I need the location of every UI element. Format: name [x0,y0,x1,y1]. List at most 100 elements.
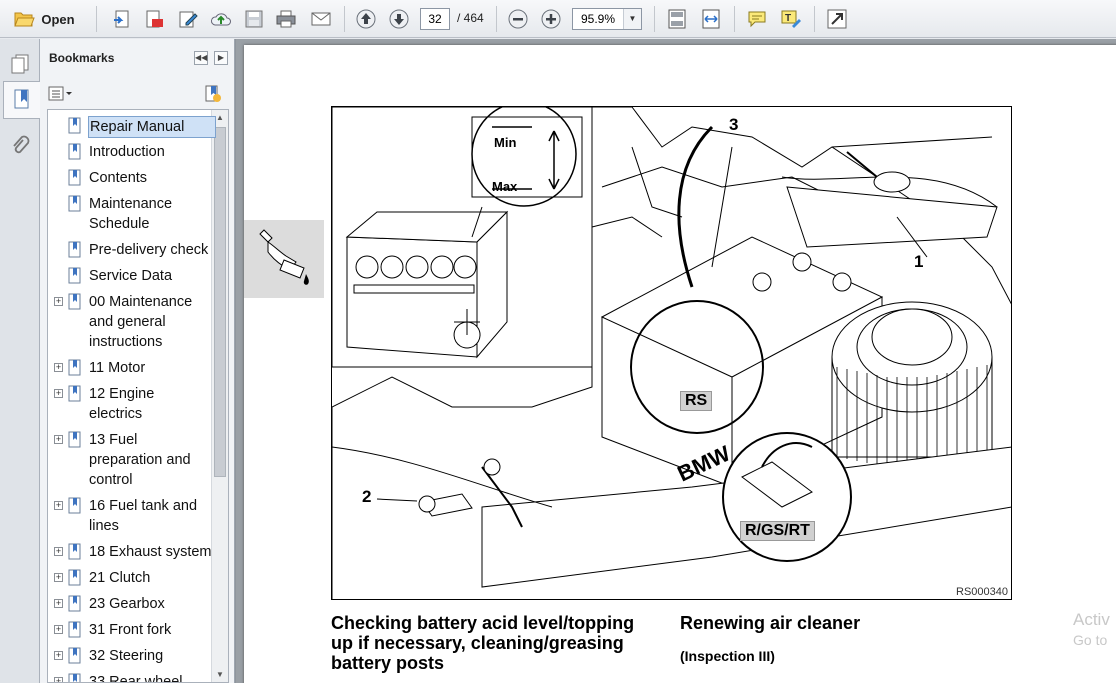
envelope-icon [311,12,331,26]
create-pdf-button[interactable] [110,7,134,31]
scroll-down-icon[interactable]: ▼ [216,670,224,679]
bookmark-label: 16 Fuel tank and lines [89,498,198,534]
open-button[interactable]: Open [6,7,82,31]
cloud-upload-icon [211,13,231,26]
expand-icon[interactable]: + [54,650,63,660]
bookmark-label: 11 Motor [89,360,146,376]
new-bookmark-icon[interactable] [203,84,223,104]
scroll-up-icon[interactable]: ▲ [216,113,224,122]
bookmark-icon [68,621,81,638]
toolbar-separator [344,6,345,32]
printer-icon [276,10,296,28]
attachments-tab[interactable] [3,127,37,165]
svg-text:T: T [785,13,791,24]
bookmark-icon [68,647,81,664]
expand-icon[interactable]: + [54,677,63,682]
expand-icon [827,9,847,29]
bookmark-label: 00 Maintenance and general instructions [89,294,193,350]
bookmark-label: 33 Rear wheel [89,674,183,683]
bookmark-icon [68,431,81,448]
expand-icon[interactable]: + [54,598,63,608]
expand-icon[interactable]: + [54,296,63,306]
inset-max-label: Max [492,179,518,194]
fit-width-button[interactable] [698,7,724,31]
highlight-text-icon: T [781,10,801,28]
zoom-select[interactable]: 95.9% ▼ [572,8,642,30]
open-label: Open [41,11,75,27]
bookmarks-title: Bookmarks [49,51,115,65]
zoom-in-icon [541,9,561,29]
zoom-out-button[interactable] [506,7,530,31]
page-number-input[interactable]: 32 [420,8,450,30]
bookmark-icon [68,143,81,160]
bookmark-icon [68,293,81,310]
close-panel-button[interactable]: ▶ [214,51,228,65]
edit-document-icon [179,11,198,28]
inspection-subheading: (Inspection III) [680,648,775,664]
air-cleaner-heading: Renewing air cleaner [680,613,861,633]
print-button[interactable] [274,7,298,31]
zoom-in-button[interactable] [539,7,563,31]
activate-windows-hint: Go to [1073,632,1108,648]
save-button[interactable] [242,7,266,31]
collapse-panel-button[interactable]: ◀◀ [194,51,208,65]
bookmark-label: 32 Steering [89,648,164,664]
expand-icon[interactable]: + [54,500,63,510]
save-icon [245,10,263,28]
page-total: / 464 [457,11,484,25]
expand-icon[interactable]: + [54,434,63,444]
chevron-down-icon[interactable]: ▼ [623,9,641,29]
toolbar-separator [496,6,497,32]
bookmark-label: Service Data [89,268,173,284]
callout-1: 1 [914,252,924,271]
bookmark-label: 13 Fuel preparation and control [89,432,191,488]
document-view[interactable]: BMW [236,39,1116,683]
expand-icon[interactable]: + [54,362,63,372]
battery-figure: BMW [331,106,1012,600]
next-page-button[interactable] [387,7,411,31]
bookmark-label: Contents [89,170,148,186]
bookmark-label: Pre-delivery check [89,242,209,258]
options-menu-icon[interactable] [48,85,74,103]
fit-page-button[interactable] [664,7,690,31]
expand-icon[interactable]: + [54,388,63,398]
panel-splitter[interactable] [235,39,236,683]
rgsrt-label: R/GS/RT [740,521,815,541]
pages-icon [11,54,29,74]
expand-icon[interactable]: + [54,624,63,634]
export-pdf-button[interactable] [142,7,166,31]
expand-icon[interactable]: + [54,572,63,582]
email-button[interactable] [308,7,334,31]
pdf-page: BMW [244,45,1116,683]
full-screen-button[interactable] [824,7,850,31]
speech-bubble-icon [748,11,766,28]
bookmark-icon [68,543,81,560]
bookmark-icon [68,359,81,376]
scroll-thumb[interactable] [214,127,226,477]
bookmark-label: 21 Clutch [89,570,151,586]
bookmark-icon [68,569,81,586]
bookmark-icon [68,195,81,212]
bookmark-label: 18 Exhaust system [89,544,212,560]
paperclip-icon [13,135,30,154]
bookmark-icon [68,169,81,186]
previous-page-button[interactable] [354,7,378,31]
bookmarks-scrollbar[interactable]: ▲ ▼ [211,110,228,682]
callout-3: 3 [729,115,739,134]
bookmarks-tab[interactable] [3,81,41,119]
comment-button[interactable] [744,7,770,31]
bookmark-icon [68,497,81,514]
arrow-up-icon [356,9,376,29]
bookmarks-toolbar [40,81,235,107]
edit-button[interactable] [176,7,200,31]
bookmark-label: Repair Manual [88,116,216,138]
page-thumbnails-tab[interactable] [3,45,37,83]
expand-icon[interactable]: + [54,546,63,556]
bookmark-icon [14,89,28,109]
upload-button[interactable] [208,7,234,31]
navigation-pane-strip [0,39,41,683]
bookmark-icon [68,241,81,258]
main-toolbar: Open 32 / 464 95.9% ▼ [0,0,1116,38]
highlight-button[interactable]: T [778,7,804,31]
